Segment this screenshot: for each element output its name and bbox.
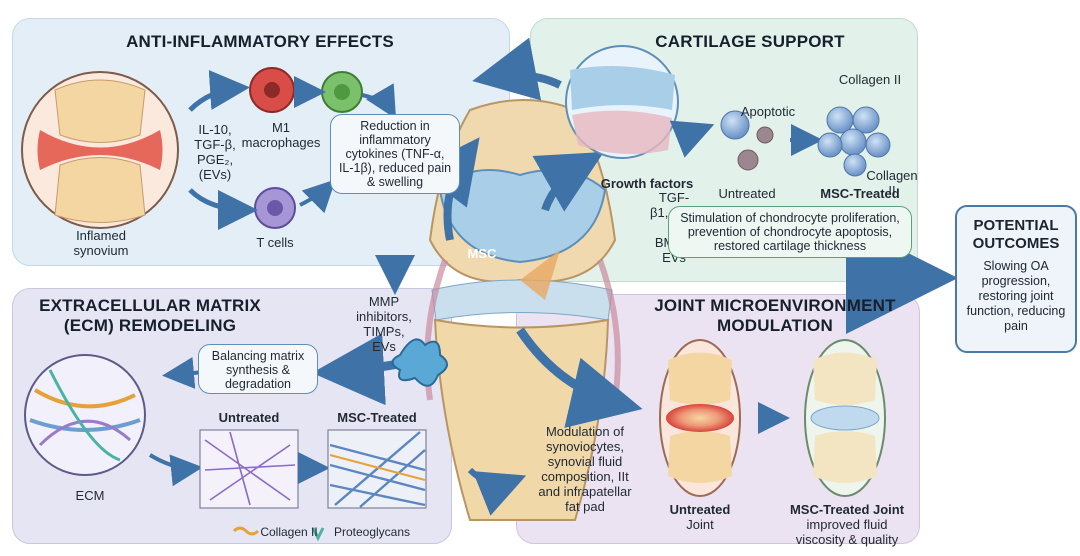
- treated-joint-illustration: [804, 339, 886, 497]
- balancing-matrix-box: Balancing matrix synthesis & degradation: [198, 344, 318, 394]
- treated-joint-title: MSC-Treated Joint: [789, 502, 905, 517]
- ecm-treated-label: MSC-Treated: [337, 410, 417, 425]
- apoptotic-label: Apoptotic: [740, 104, 796, 119]
- potential-outcomes-title: POTENTIAL OUTCOMES: [972, 217, 1060, 252]
- m1-macrophages-label: M1 macrophages: [241, 120, 321, 150]
- ecm-untreated-label: Untreated: [218, 410, 280, 425]
- collagen-legend-label: Collagen II: [260, 525, 318, 539]
- msc-label: MSC: [467, 246, 497, 261]
- cartilage-untreated-label: Untreated: [718, 186, 776, 201]
- collagen-ii-top-label: Collagen II: [838, 72, 902, 87]
- ecm-label: ECM: [75, 488, 105, 503]
- msc-cell: [391, 338, 448, 387]
- inflamed-synovium-label: Inflamed synovium: [73, 228, 129, 258]
- inflamed-synovium-illustration: [21, 71, 179, 229]
- cytokine-reduction-box: Reduction in inflammatory cytokines (TNF…: [330, 114, 460, 194]
- untreated-joint-title: Untreated: [669, 502, 731, 517]
- growth-factors-title: Growth factors: [600, 176, 694, 191]
- potential-outcomes-box: POTENTIAL OUTCOMES Slowing OA progressio…: [955, 205, 1077, 353]
- joint-microenvironment-title: JOINT MICROENVIRONMENT MODULATION: [654, 296, 896, 335]
- t-cells-label: T cells: [256, 235, 294, 250]
- proteoglycans-legend-label: Proteoglycans: [333, 525, 411, 539]
- cartilage-treated-label: MSC-Treated: [820, 186, 900, 201]
- cartilage-zoom-illustration: [565, 45, 679, 159]
- treated-ecm-square: [327, 429, 427, 509]
- untreated-ecm-square: [199, 429, 299, 509]
- chondrocyte-stimulation-box: Stimulation of chondrocyte proliferation…: [668, 206, 912, 258]
- untreated-joint-illustration: [659, 339, 741, 497]
- untreated-chondrocyte: [720, 110, 750, 140]
- anti-inflammatory-title: ANTI-INFLAMMATORY EFFECTS: [126, 32, 394, 51]
- proteoglycan-legend-swatch: [311, 527, 325, 542]
- treated-joint-subtitle: improved fluid viscosity & quality: [795, 517, 899, 547]
- collagen-ii-bottom-label: Collagen II: [866, 168, 918, 198]
- treated-chondrocyte-cluster: [817, 106, 891, 177]
- untreated-joint-subtitle: Joint: [686, 517, 714, 532]
- ecm-remodeling-title: EXTRACELLULAR MATRIX (ECM) REMODELING: [39, 296, 261, 335]
- potential-outcomes-body: Slowing OA progression, restoring joint …: [966, 259, 1066, 333]
- synoviocyte-modulation-label: Modulation of synoviocytes, synovial flu…: [538, 424, 632, 514]
- mmp-inhibitors-label: MMP inhibitors, TIMPs, EVs: [356, 294, 412, 354]
- cartilage-support-title: CARTILAGE SUPPORT: [655, 32, 845, 51]
- ecm-zoom-illustration: [24, 354, 146, 476]
- mediators-label: IL-10, TGF-β, PGE₂, (EVs): [194, 122, 236, 182]
- collagen-legend-swatch: [232, 526, 260, 536]
